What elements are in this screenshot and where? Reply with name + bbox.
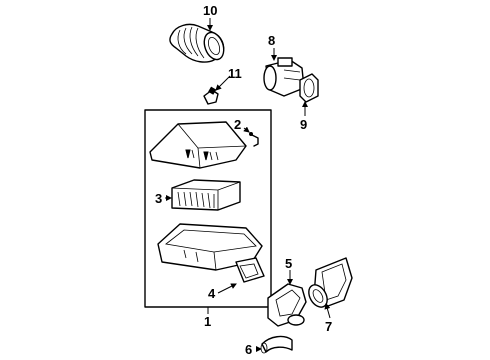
leader-11: [215, 75, 231, 91]
callout-7: 7: [325, 319, 332, 334]
callout-2: 2: [234, 117, 241, 132]
air-cleaner-lower-housing: [157, 223, 265, 283]
part-5-duct-elbow: [267, 283, 307, 327]
callout-8: 8: [268, 33, 275, 48]
callout-11: 11: [228, 66, 242, 81]
callout-10: 10: [203, 3, 217, 18]
part-7-intake-tube: [308, 257, 353, 308]
callout-4: 4: [208, 286, 216, 301]
part-11-sensor: [203, 86, 219, 105]
part-8-mass-airflow-sensor: [263, 57, 305, 97]
part-2-clip: [249, 132, 259, 147]
callout-5: 5: [285, 256, 292, 271]
callout-3: 3: [155, 191, 162, 206]
callout-6: 6: [245, 342, 252, 357]
leader-4: [217, 283, 237, 294]
callout-9: 9: [300, 117, 307, 132]
callout-1: 1: [204, 314, 211, 329]
part-10-intake-bellows: [169, 23, 225, 63]
leader-2: [243, 126, 250, 133]
part-3-filter-element: [171, 179, 241, 211]
part-9-gasket: [299, 73, 319, 103]
part-6-hose: [260, 335, 293, 354]
air-cleaner-top-cover: [149, 121, 247, 169]
leader-7: [324, 303, 331, 319]
